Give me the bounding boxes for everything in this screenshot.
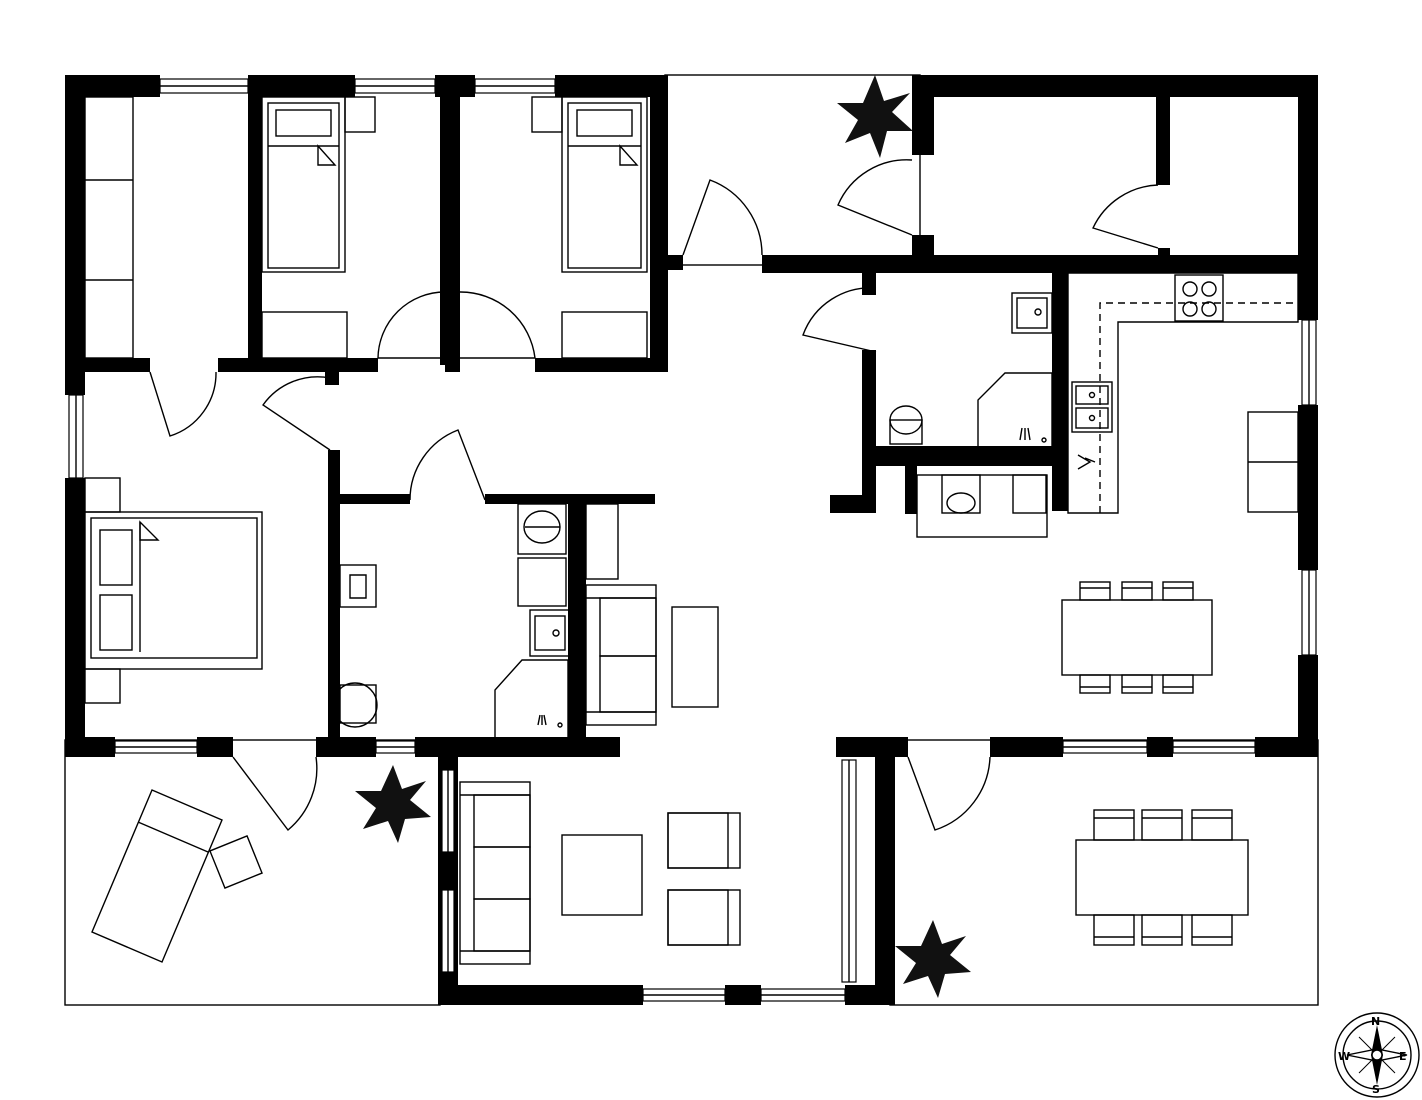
doors [149, 159, 1159, 832]
compass-west: W [1338, 1050, 1350, 1063]
plant-icon [837, 75, 913, 158]
interior-walls [65, 75, 1318, 740]
sofa [585, 503, 657, 726]
outdoor-dining-table [1075, 809, 1249, 946]
windows [68, 78, 1317, 1002]
coffee-table [561, 834, 643, 916]
armchair [667, 889, 741, 946]
armchair [667, 812, 741, 869]
single-bed [261, 96, 376, 359]
sofa [459, 781, 531, 965]
sun-lounger [91, 789, 263, 963]
compass-rose-icon [1334, 1012, 1420, 1098]
wardrobe [84, 96, 134, 359]
exterior-walls [65, 75, 1318, 1005]
compass-east: E [1399, 1050, 1407, 1063]
coffee-table [671, 606, 719, 708]
single-bed [531, 96, 648, 359]
kitchen-counter [1067, 272, 1299, 514]
compass-south: S [1372, 1083, 1380, 1096]
bathroom-fixtures [889, 292, 1053, 538]
double-bed [84, 477, 263, 704]
plant-icon [355, 765, 431, 843]
compass-north: N [1371, 1015, 1380, 1028]
dining-table [1061, 581, 1213, 694]
plant-icon [895, 920, 971, 998]
bathroom-fixtures [332, 503, 571, 737]
